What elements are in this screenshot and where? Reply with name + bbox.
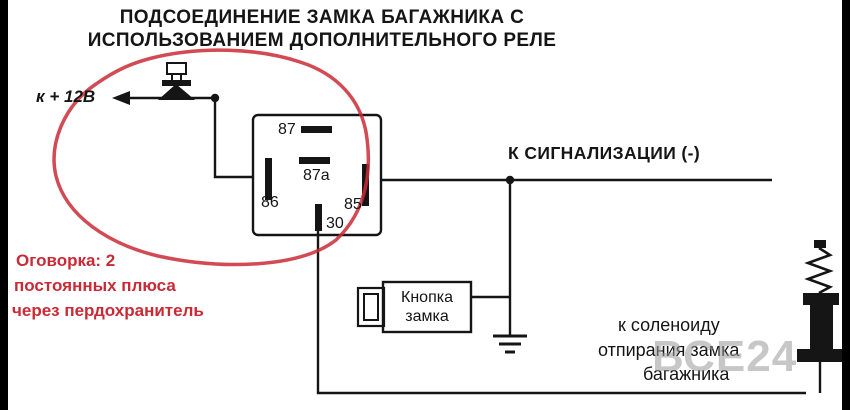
junction-dot	[210, 93, 220, 103]
solenoid-label-line-3: багажника	[643, 364, 730, 384]
relay-pin-86-bar	[265, 158, 272, 200]
frame-right-bar	[842, 0, 850, 410]
note-line-1: Оговорка: 2	[16, 251, 116, 270]
junction-dot	[505, 175, 515, 185]
solenoid-label-line-2: отпирания замка	[598, 340, 740, 360]
note-line-2: постоянных плюса	[14, 276, 176, 295]
frame-left-bar	[0, 0, 8, 410]
trunk-button-label-line-2: замка	[405, 308, 449, 325]
solenoid-label-line-1: к соленоиду	[618, 315, 720, 335]
power-12v-label: к + 12В	[36, 87, 96, 106]
relay-pin-85-label: 85	[344, 196, 362, 213]
red-annotation-loop	[52, 48, 371, 267]
trunk-button-label: Кнопка замка	[383, 282, 471, 332]
relay-pin-87a-bar	[299, 157, 330, 164]
trunk-button-label-line-1: Кнопка	[401, 289, 453, 306]
title-line-1: ПОДСОЕДИНЕНИЕ ЗАМКА БАГАЖНИКА С	[119, 7, 525, 28]
ground-icon	[493, 334, 527, 354]
relay-pin-87a-label: 87а	[303, 167, 330, 184]
relay-pin-86-label: 86	[261, 194, 279, 211]
button-connector-icon	[356, 286, 386, 328]
fuse-icon	[158, 62, 195, 100]
solenoid-symbol	[797, 240, 843, 362]
arrow-left-icon	[112, 91, 130, 105]
note-line-3: через пердохранитель	[12, 301, 204, 320]
relay-pin-87-bar	[301, 126, 332, 133]
relay-pin-30-bar	[315, 204, 322, 231]
page-title: ПОДСОЕДИНЕНИЕ ЗАМКА БАГАЖНИКА С ИСПОЛЬЗО…	[22, 6, 622, 52]
alarm-signal-label: К СИГНАЛИЗАЦИИ (-)	[508, 143, 701, 163]
relay-pin-87-label: 87	[278, 121, 296, 138]
title-line-2: ИСПОЛЬЗОВАНИЕМ ДОПОЛНИТЕЛЬНОГО РЕЛЕ	[87, 30, 557, 51]
relay-pin-30-label: 30	[326, 215, 344, 232]
relay-box	[251, 113, 383, 237]
